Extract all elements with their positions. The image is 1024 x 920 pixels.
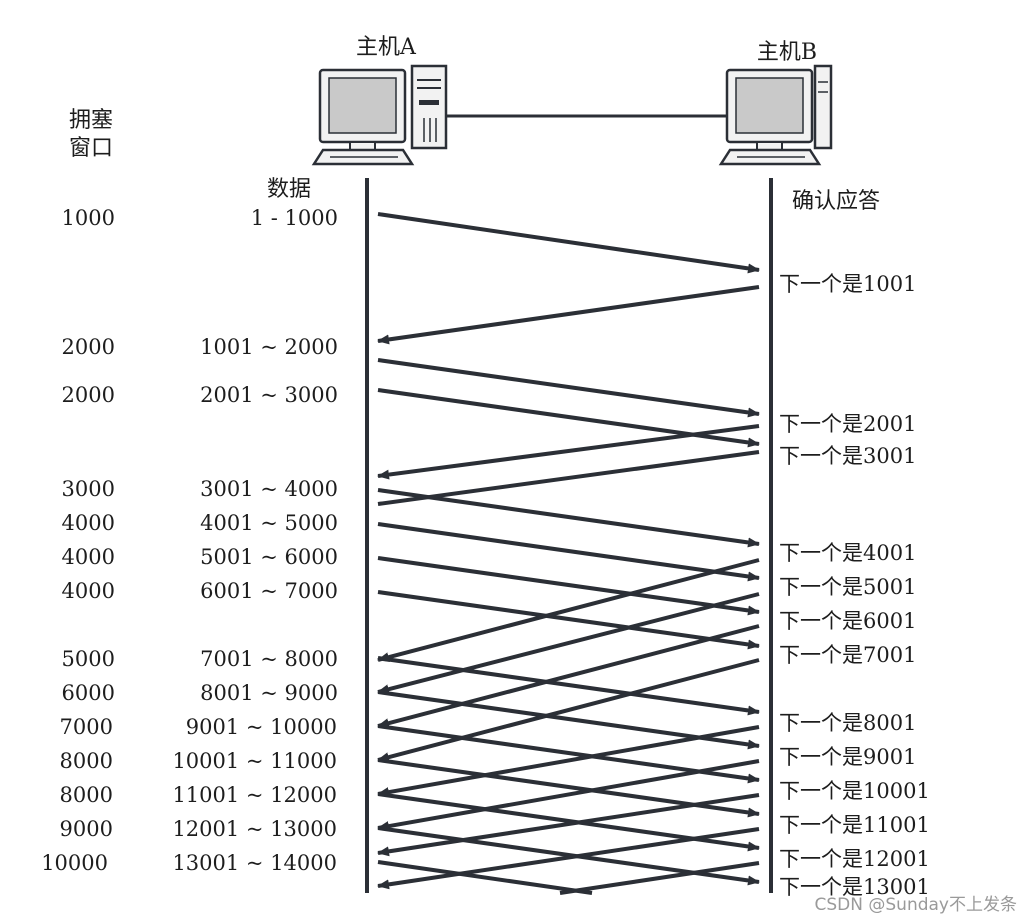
data-segment-arrow (377, 212, 760, 274)
data-segment-arrow (377, 758, 760, 818)
ack-labels: 下一个是1001 下一个是2001 下一个是3001 下一个是4001 下一个是… (779, 272, 930, 899)
data-segment-arrow (377, 522, 760, 582)
window-value: 4000 (62, 579, 115, 603)
ack-label: 下一个是8001 (779, 711, 916, 735)
window-value: 6000 (62, 681, 115, 705)
data-segment-arrow (377, 358, 760, 418)
data-range: 10001 ~ 11000 (172, 749, 337, 773)
ack-label: 下一个是10001 (779, 779, 930, 803)
data-range: 2001 ~ 3000 (200, 383, 338, 407)
ack-segment-arrow (377, 827, 760, 890)
host-b-label: 主机B (757, 40, 817, 65)
data-range: 4001 ~ 5000 (200, 511, 338, 535)
data-range: 1 - 1000 (251, 206, 338, 230)
data-range: 5001 ~ 6000 (200, 545, 338, 569)
ack-label: 下一个是12001 (779, 847, 930, 871)
host-a-computer-icon (311, 64, 448, 166)
ack-segment-arrow (377, 450, 760, 506)
window-value: 1000 (62, 206, 115, 230)
window-value: 5000 (62, 647, 115, 671)
window-value: 2000 (62, 335, 115, 359)
ack-segment-arrow (377, 624, 760, 729)
ack-segment-arrow (377, 558, 760, 663)
host-b-computer-icon (718, 64, 833, 166)
ack-segment-arrow (377, 592, 760, 695)
ack-label: 下一个是3001 (779, 444, 916, 468)
ack-segment-arrow (559, 861, 760, 895)
window-value: 4000 (62, 545, 115, 569)
ack-label: 下一个是4001 (779, 541, 916, 565)
row-labels: 1000 1 - 1000 2000 1001 ~ 2000 2000 2001… (41, 206, 338, 875)
data-range: 7001 ~ 8000 (200, 647, 338, 671)
window-header-line1: 拥塞 (69, 108, 113, 133)
window-value: 7000 (60, 715, 113, 739)
window-value: 8000 (60, 749, 113, 773)
ack-label: 下一个是5001 (779, 575, 916, 599)
data-range: 8001 ~ 9000 (200, 681, 338, 705)
data-range: 12001 ~ 13000 (172, 817, 337, 841)
window-value: 3000 (62, 477, 115, 501)
data-range: 6001 ~ 7000 (200, 579, 338, 603)
data-range: 11001 ~ 12000 (172, 783, 337, 807)
data-range: 3001 ~ 4000 (200, 477, 338, 501)
data-range: 1001 ~ 2000 (200, 335, 338, 359)
window-value: 9000 (60, 817, 113, 841)
ack-segment-arrow (377, 793, 760, 857)
window-value: 4000 (62, 511, 115, 535)
ack-header: 确认应答 (792, 189, 880, 214)
data-range: 13001 ~ 14000 (172, 851, 337, 875)
ack-label: 下一个是1001 (779, 272, 916, 296)
window-value: 2000 (62, 383, 115, 407)
window-value: 10000 (41, 851, 108, 875)
ack-label: 下一个是9001 (779, 745, 916, 769)
data-segment-arrow (377, 656, 760, 716)
data-segment-arrow (377, 860, 593, 895)
ack-label: 下一个是13001 (779, 875, 930, 899)
data-range: 9001 ~ 10000 (186, 715, 337, 739)
ack-segment-arrow (377, 759, 760, 832)
window-header-line2: 窗口 (69, 136, 113, 161)
data-segment-arrow (377, 556, 760, 616)
host-a-label: 主机A (356, 35, 417, 60)
watermark: CSDN @Sunday不上发条 (815, 895, 1017, 915)
ack-segment-arrow (377, 285, 760, 345)
ack-label: 下一个是11001 (779, 813, 930, 837)
ack-label: 下一个是7001 (779, 643, 916, 667)
ack-label: 下一个是2001 (779, 412, 916, 436)
ack-segment-arrow (377, 658, 760, 763)
window-value: 8000 (60, 783, 113, 807)
data-header: 数据 (267, 177, 311, 202)
ack-segment-arrow (377, 424, 760, 480)
data-segment-arrow (377, 590, 760, 650)
ack-segment-arrow (377, 725, 760, 798)
ack-segment-arrows (377, 285, 760, 895)
ack-label: 下一个是6001 (779, 609, 916, 633)
data-segment-arrow (377, 388, 760, 448)
data-segment-arrow (377, 488, 760, 548)
